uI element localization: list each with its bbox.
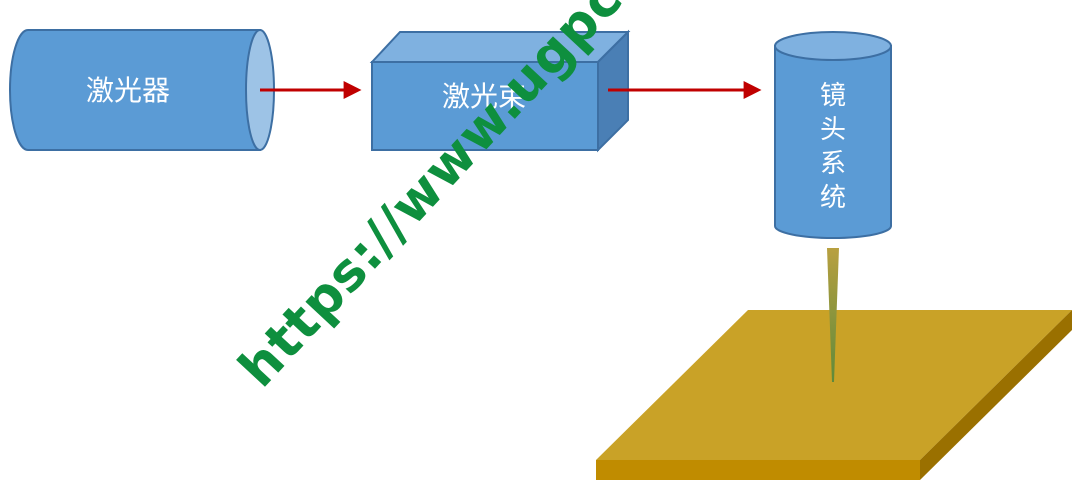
- focused-beam-cone: [827, 248, 839, 382]
- workpiece-plate: [596, 310, 1072, 480]
- lens-body: [774, 45, 892, 239]
- plate-front-face: [596, 460, 920, 480]
- plate-side-face: [920, 310, 1072, 480]
- beam-front-face: [371, 61, 599, 151]
- laser-label: 激光器: [86, 74, 170, 107]
- lens-label-char: 镜: [820, 81, 846, 111]
- lens-top-cap: [774, 31, 892, 61]
- laser-body: [9, 29, 261, 151]
- lens-cylinder: 镜 头 系 统: [774, 31, 892, 239]
- lens-label-char: 统: [820, 183, 846, 213]
- lens-label-char: 头: [820, 115, 846, 145]
- lens-label-char: 系: [820, 149, 846, 179]
- laser-cylinder: 激光器: [9, 29, 275, 151]
- plate-top-face: [596, 310, 1072, 460]
- beam-label: 激光束: [442, 80, 526, 113]
- beam-box: 激光束: [369, 29, 631, 153]
